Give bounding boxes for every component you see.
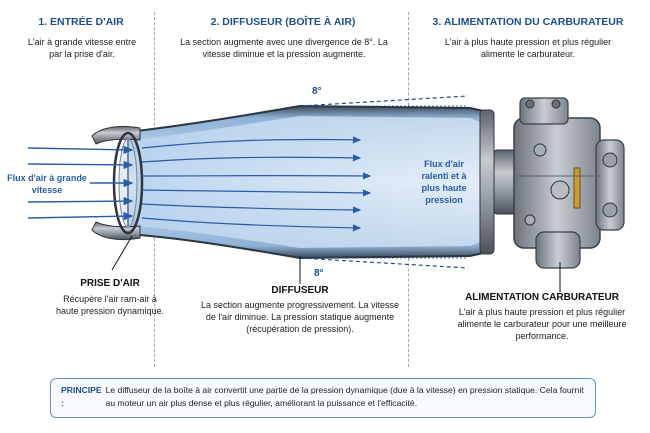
callout-leaders xyxy=(111,235,561,292)
divergence-angle-top xyxy=(299,95,469,107)
inlet-flow-arrows xyxy=(27,145,134,221)
step-1-title: 1. ENTRÉE D'AIR xyxy=(38,16,124,28)
principle-lead: PRINCIPE : xyxy=(61,385,102,408)
step-1-desc: L'air à grande vitesse entre par la pris… xyxy=(27,37,137,59)
angle-label-top: 8° xyxy=(312,86,322,97)
outlet-flange xyxy=(479,109,517,255)
step-3-title: 3. ALIMENTATION DU CARBURATEUR xyxy=(432,16,624,28)
carb-callout-title: ALIMENTATION CARBURATEUR xyxy=(465,292,619,303)
outlet-flow-label: Flux d'air ralenti et à plus haute press… xyxy=(421,159,467,205)
diffuser-callout-title: DIFFUSEUR xyxy=(271,285,329,296)
step-3-desc: L'air à plus haute pression et plus régu… xyxy=(444,37,612,59)
principle-text: Le diffuseur de la boîte à air convertit… xyxy=(105,385,584,408)
step-2-desc: La section augmente avec une divergence … xyxy=(180,37,388,59)
principle-box: PRINCIPE : Le diffuseur de la boîte à ai… xyxy=(50,378,596,418)
carburetor xyxy=(513,97,625,269)
diffuser-duct xyxy=(127,104,489,260)
step-2-title: 2. DIFFUSEUR (BOÎTE À AIR) xyxy=(210,16,356,28)
diffuser-callout-text: La section augmente progressivement. La … xyxy=(200,300,400,334)
carb-callout-text: L'air à plus haute pression et plus régu… xyxy=(457,307,627,341)
inlet-flow-label: Flux d'air à grande vitesse xyxy=(7,173,87,195)
duct-flow-arrows xyxy=(141,136,372,232)
angle-label-bottom: 8° xyxy=(314,268,324,279)
intake-callout-title: PRISE D'AIR xyxy=(80,278,140,289)
divergence-angle-bottom xyxy=(299,257,469,269)
intake-callout-text: Récupère l'air ram-air à haute pression … xyxy=(55,294,165,316)
